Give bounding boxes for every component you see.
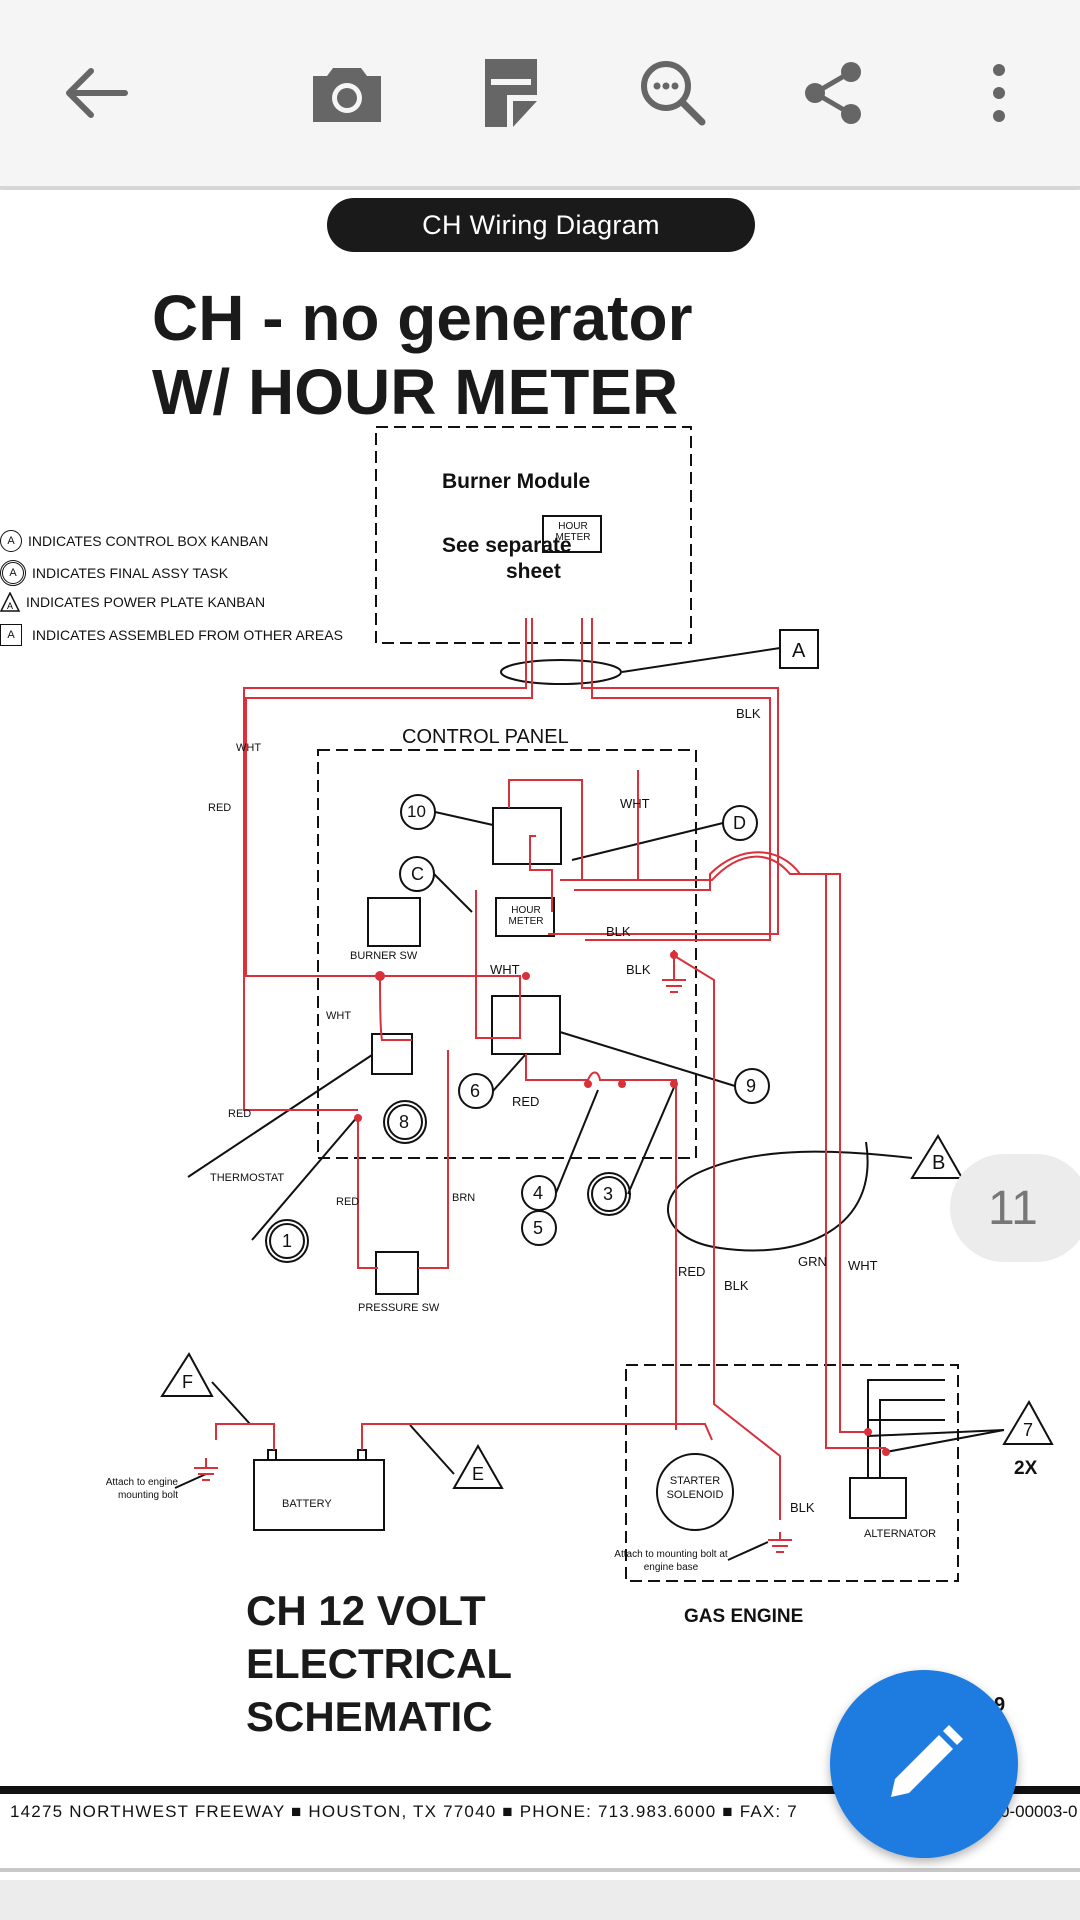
search-button[interactable] [628,48,718,138]
legend-other-areas: A INDICATES ASSEMBLED FROM OTHER AREAS [0,624,343,646]
back-button[interactable] [50,48,140,138]
wire-blk: BLK [626,962,651,977]
sheet-label: sheet [506,560,561,583]
wire-blk: BLK [736,706,761,721]
control-panel-label: CONTROL PANEL [402,726,569,748]
document-icon [485,59,537,127]
diagram-title-line2: W/ HOUR METER [152,356,679,428]
camera-button[interactable] [302,48,392,138]
starter-solenoid-label: STARTER SOLENOID [666,1475,724,1501]
wire-red: RED [228,1108,252,1120]
footer-address: 14275 NORTHWEST FREEWAY ■ HOUSTON, TX 77… [10,1802,798,1821]
burner-module-label: Burner Module [442,470,591,493]
marker-e-label: E [472,1464,485,1484]
share-button[interactable] [788,48,878,138]
legend-text: INDICATES POWER PLATE KANBAN [26,594,266,610]
marker-b-label: B [932,1152,946,1174]
more-options-button[interactable] [954,48,1044,138]
schematic-title-line1: CH 12 VOLT [246,1587,486,1634]
marker-f-label: F [182,1372,193,1392]
marker-7-label: 7 [1023,1420,1034,1440]
schematic-title-line3: SCHEMATIC [246,1693,493,1740]
wire-blk: BLK [606,924,631,939]
search-icon [641,61,706,126]
legend-power-plate: A INDICATES POWER PLATE KANBAN [0,592,265,612]
page-bottom-edge [0,1868,1080,1872]
marker-1-label: 1 [282,1231,293,1251]
battery-label: BATTERY [282,1498,332,1510]
two-x-label: 2X [1014,1458,1038,1479]
wire-red: RED [208,802,232,814]
double-circle-marker-icon: A [0,560,26,586]
page-number-digit: 9 [994,1694,1006,1716]
pressure-sw-label: PRESSURE SW [358,1302,440,1314]
legend-text: INDICATES FINAL ASSY TASK [32,565,229,581]
footer-divider [0,1786,1080,1794]
hour-meter-panel-label: HOUR METER [508,905,544,927]
wire-red: RED [678,1264,706,1279]
wire-grn: GRN [798,1254,827,1269]
page-indicator: 11 [950,1154,1080,1262]
wire-red: RED [512,1094,540,1109]
attach-engine-label: Attach to engine mounting bolt [105,1477,178,1501]
marker-d-label: D [733,813,746,833]
footer-doc-number: 0-00003-0 [1000,1802,1078,1821]
gas-engine-label: GAS ENGINE [684,1606,804,1627]
wire-blk: BLK [724,1278,749,1293]
circle-marker-icon: A [0,530,22,552]
legend-text: INDICATES ASSEMBLED FROM OTHER AREAS [32,627,343,643]
alternator-label: ALTERNATOR [864,1528,937,1540]
document-page[interactable] [0,190,1080,1880]
edit-fab-button[interactable] [830,1670,1018,1858]
camera-icon [313,68,381,122]
marker-9-label: 9 [746,1076,757,1096]
marker-c-label: C [411,864,424,884]
diagram-title-line1: CH - no generator [152,282,693,354]
wire-wht: WHT [490,962,520,977]
arrow-left-icon [66,68,128,118]
thermostat-label: THERMOSTAT [210,1172,285,1184]
share-icon [805,62,861,124]
marker-3-label: 3 [603,1184,614,1204]
marker-6-label: 6 [470,1081,481,1101]
marker-5-label: 5 [533,1218,544,1238]
hour-meter-label: HOUR METER [555,521,591,543]
wire-wht: WHT [848,1258,878,1273]
wire-brn: BRN [452,1192,476,1204]
marker-8-label: 8 [399,1112,410,1132]
schematic-title-line2: ELECTRICAL [246,1640,512,1687]
see-separate-label: See separate [442,534,572,557]
square-marker-icon: A [0,624,22,646]
marker-a-label: A [792,640,806,662]
marker-10-label: 10 [407,802,426,821]
burner-sw-label: BURNER SW [350,950,418,962]
wire-wht: WHT [236,742,262,754]
document-view-button[interactable] [466,48,556,138]
wire-wht: WHT [326,1010,352,1022]
legend-control-box: A INDICATES CONTROL BOX KANBAN [0,530,268,552]
marker-4-label: 4 [533,1183,544,1203]
pencil-icon [891,1725,963,1797]
more-vertical-icon [993,64,1005,122]
wire-red: RED [336,1196,360,1208]
legend-text: INDICATES CONTROL BOX KANBAN [28,533,269,549]
wire-blk: BLK [790,1500,815,1515]
attach-base-label: Attach to mounting bolt at engine base [614,1549,728,1573]
triangle-marker-icon: A [0,592,20,612]
viewer-toolbar [0,0,1080,189]
svg-text:A: A [7,601,13,611]
document-title-pill: CH Wiring Diagram [327,198,755,252]
legend-final-assy: A INDICATES FINAL ASSY TASK [0,560,228,586]
wire-wht: WHT [620,796,650,811]
